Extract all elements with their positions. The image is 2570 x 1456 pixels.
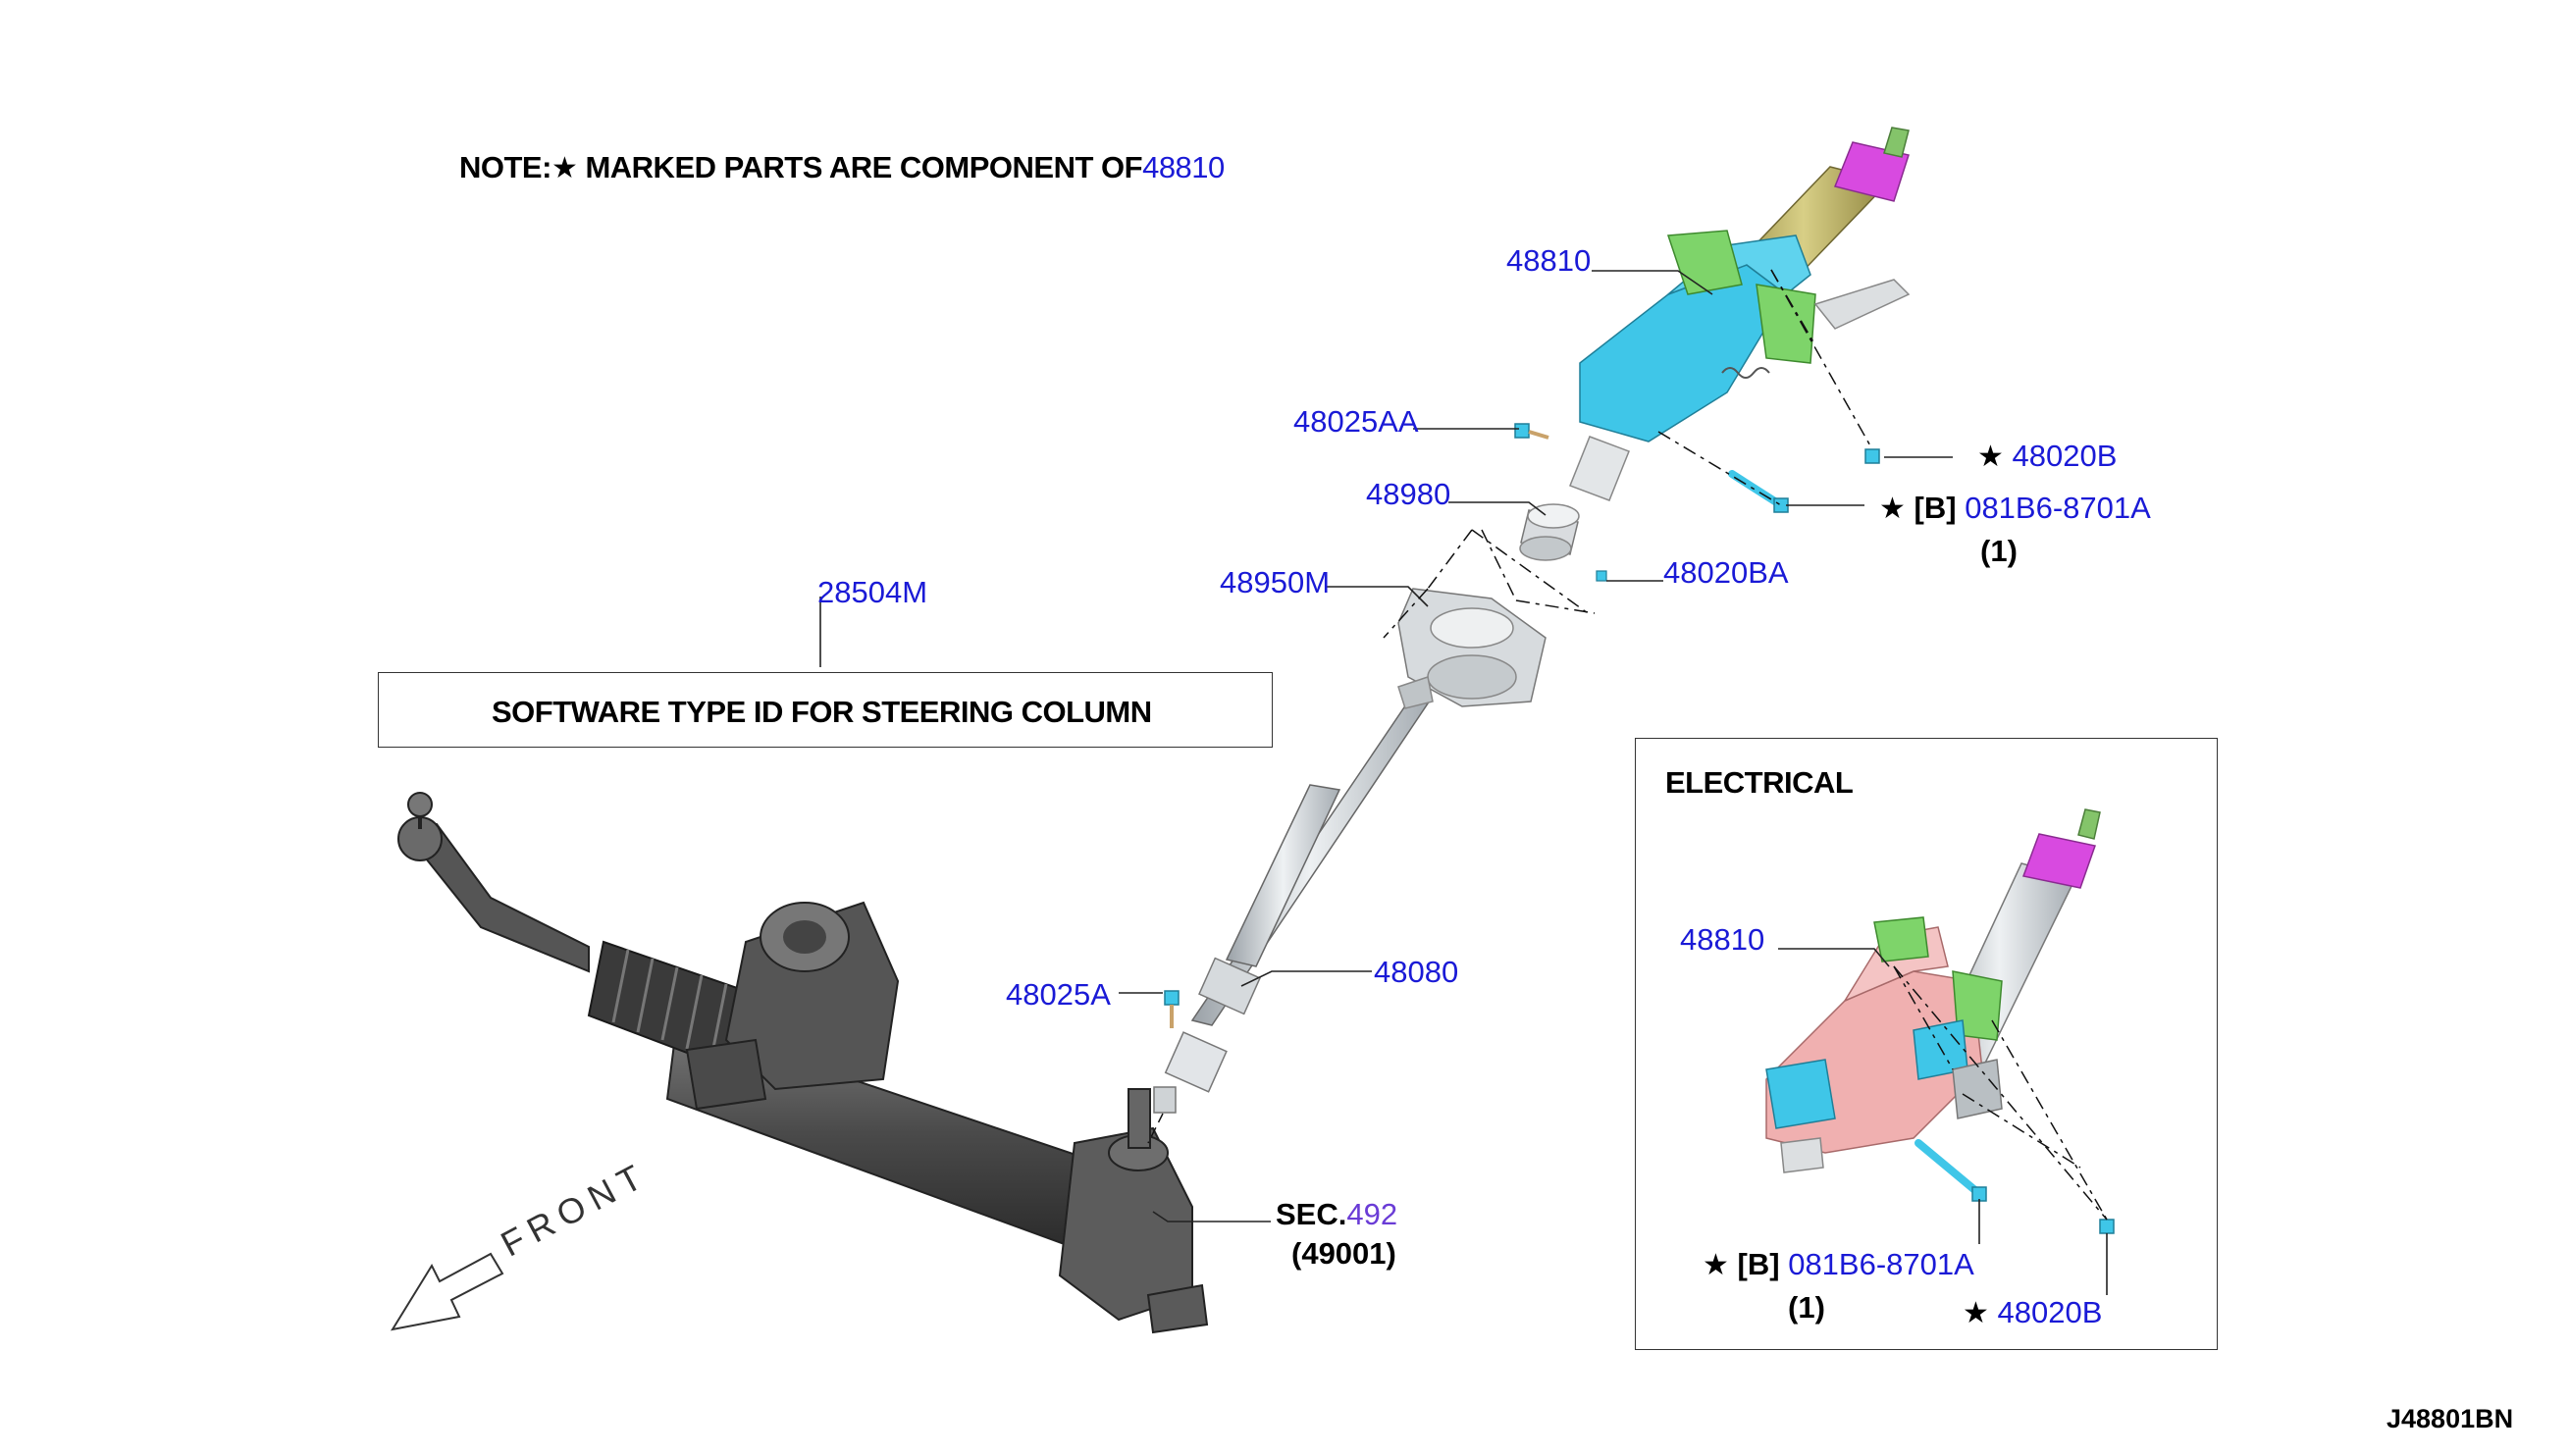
column-boot-48950m (1397, 588, 1547, 709)
callout-081b6-prefix: [B] (1914, 491, 1957, 525)
electrical-callout-081b6-8701a: ★ [B] 081B6-8701A (1703, 1249, 1974, 1280)
bolt-081b6-8701a (1728, 470, 1789, 513)
clip-48020ba (1596, 570, 1607, 582)
bolt-48025a (1164, 990, 1180, 1028)
electrical-081b6-ref[interactable]: 081B6-8701A (1788, 1247, 1974, 1281)
electrical-title: ELECTRICAL (1665, 765, 1854, 800)
star-icon: ★ (551, 152, 578, 184)
callout-48025a[interactable]: 48025A (1006, 977, 1111, 1012)
electrical-081b6-qty: (1) (1788, 1290, 1825, 1325)
star-icon: ★ (1963, 1297, 1989, 1329)
diagram-id: J48801BN (2386, 1404, 2514, 1433)
callout-081b6-8701a: ★ [B] 081B6-8701A (1879, 493, 2151, 524)
software-type-label: SOFTWARE TYPE ID FOR STEERING COLUMN (492, 695, 1152, 729)
sec-ref[interactable]: 492 (1346, 1197, 1398, 1231)
steering-gear-rack (397, 792, 1209, 1334)
callout-sec-492: SEC.492 (1276, 1199, 1397, 1229)
software-type-box: SOFTWARE TYPE ID FOR STEERING COLUMN (378, 672, 1273, 748)
electrical-callout-48020b: ★ 48020B (1963, 1297, 2102, 1328)
sec-sub: (49001) (1291, 1236, 1396, 1271)
electrical-steering-column (1765, 808, 2115, 1234)
star-icon: ★ (1977, 441, 2004, 473)
bolt-48020b (1864, 448, 1880, 464)
callout-48810[interactable]: 48810 (1506, 243, 1592, 278)
electrical-leader-lines (1778, 948, 2108, 1295)
callout-48020ba[interactable]: 48020BA (1663, 555, 1789, 590)
note-text: NOTE:★ MARKED PARTS ARE COMPONENT OF4881… (459, 150, 1225, 185)
dashed-guides (1383, 269, 1873, 639)
leader-lines (819, 270, 1953, 1222)
electrical-081b6-prefix: [B] (1737, 1247, 1780, 1281)
callout-48950m[interactable]: 48950M (1220, 565, 1331, 599)
bolt-48025aa (1514, 423, 1549, 440)
callout-48020b-ref[interactable]: 48020B (2012, 439, 2118, 473)
callout-28504m[interactable]: 28504M (817, 575, 928, 609)
note-prefix: NOTE: (459, 150, 551, 184)
callout-081b6-ref[interactable]: 081B6-8701A (1965, 491, 2151, 525)
electrical-48020b-ref[interactable]: 48020B (1997, 1295, 2103, 1329)
callout-48080[interactable]: 48080 (1374, 955, 1459, 989)
electrical-dashed-guides (1893, 965, 2108, 1221)
star-icon: ★ (1879, 493, 1906, 525)
note-ref-48810[interactable]: 48810 (1142, 150, 1225, 184)
electrical-callout-48810[interactable]: 48810 (1680, 922, 1765, 957)
intermediate-shaft (1147, 701, 1430, 1144)
front-arrow (390, 1252, 504, 1331)
note-body: MARKED PARTS ARE COMPONENT OF (577, 150, 1143, 184)
sec-prefix: SEC. (1276, 1197, 1347, 1231)
callout-48980[interactable]: 48980 (1366, 477, 1451, 511)
callout-48025aa[interactable]: 48025AA (1293, 404, 1419, 439)
spacer-48980 (1519, 503, 1580, 561)
electrical-inset-box (1635, 738, 2218, 1350)
steering-column-48810 (1569, 127, 1911, 501)
star-icon: ★ (1703, 1249, 1729, 1281)
callout-081b6-qty: (1) (1980, 534, 2018, 568)
callout-48020b: ★ 48020B (1977, 441, 2117, 472)
